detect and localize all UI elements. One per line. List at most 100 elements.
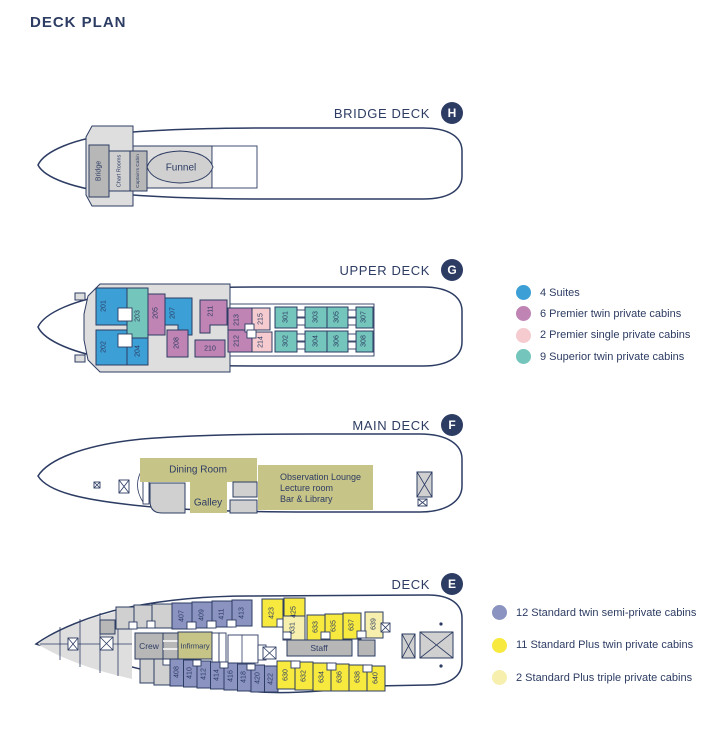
cabin-214-number: 214 [258,336,265,348]
forward-hatch-icon [118,479,130,494]
forward-gray-cabins-bottom [139,657,171,686]
page-title: DECK PLAN [30,14,127,31]
engine-casing-stairs [211,632,267,666]
stern-hatch-icon-large [419,631,454,659]
cabin-210-number: 210 [204,346,216,353]
cabin-notches-top [186,618,288,630]
cabin-208-number: 208 [174,337,181,349]
cabin-423-number: 423 [269,607,276,619]
funnel-label: Funnel [166,163,197,174]
cabin-213-number: 213 [234,314,241,326]
cabin-637-number: 637 [349,619,356,631]
deck-e-header: DECK E [391,573,463,595]
cabin-notches-bottom-yellow [290,660,373,673]
cabin-205-number: 205 [153,307,160,319]
cabin-640-number: 640 [373,672,380,684]
chart-rooms-label: Chart Rooms [117,155,123,188]
legend-swatch-premier-single [516,327,531,343]
lounge-label-2: Lecture room [280,483,333,493]
aft-small-hatch-icon [380,622,391,633]
cabin-306-number: 306 [334,335,341,347]
lounge-label-1: Observation Lounge [280,472,361,482]
legend-item-standard-plus: 11 Standard Plus twin private cabins [492,637,696,653]
legend-swatch-standard-plus [492,637,507,653]
main-deck-header: MAIN DECK F [352,414,463,436]
legend-swatch-superior [516,349,531,365]
legend-label-standard: 12 Standard twin semi-private cabins [516,606,697,619]
deck-e-legend: 12 Standard twin semi-private cabins 11 … [492,605,696,703]
legend-label-suites: 4 Suites [540,286,580,299]
mid-hatch-icon [262,646,277,660]
cabin-301 [274,306,298,329]
legend-swatch-suites [516,285,531,300]
captains-cabin-label: Captain's Cabin [135,154,141,188]
cabin-638-number: 638 [355,671,362,683]
upper-deck-legend: 4 Suites 6 Premier twin private cabins 2… [516,285,690,371]
dining-room-label: Dining Room [169,465,227,476]
cabin-305-number: 305 [334,311,341,323]
upper-deck-badge: G [441,259,463,281]
cabin-636-number: 636 [337,671,344,683]
cabin-631-number: 631 [290,622,297,634]
cabin-407-number: 407 [179,610,186,622]
cabin-418-number: 418 [241,671,248,683]
main-deck-label: MAIN DECK [352,417,430,433]
cabin-413 [231,599,253,627]
cabin-308-number: 308 [361,335,368,347]
funnel-housing [211,145,258,189]
aft-gray-block [357,639,376,657]
legend-label-standard-plus: 11 Standard Plus twin private cabins [516,639,694,651]
funnel [146,150,214,184]
midship-gray-block-b [229,499,258,514]
cabin-304-number: 304 [313,335,320,347]
cabin-411-number: 411 [219,608,226,619]
cabin-305 [326,306,349,329]
legend-item-premier-twin: 6 Premier twin private cabins [516,306,690,322]
crew-room [134,632,164,660]
galley [190,482,227,513]
bow-hatch-icon-2 [99,636,114,651]
cabin-637 [342,612,362,640]
legend-item-standard-triple: 2 Standard Plus triple private cabins [492,670,696,685]
cabin-302-number: 302 [283,335,290,347]
midship-gray-block-a [232,481,258,498]
infirmary [177,631,213,660]
upper-deck-label: UPPER DECK [339,262,430,278]
cabin-414-number: 414 [214,669,221,681]
bridge-deck-badge: H [441,102,463,124]
cabin-303-number: 303 [313,311,320,323]
forward-gray-block [149,482,186,514]
cabin-410-number: 410 [187,667,194,679]
cabin-215-number: 215 [258,313,265,325]
legend-item-superior: 9 Superior twin private cabins [516,349,690,365]
crew-berths-block [162,632,179,660]
legend-item-standard: 12 Standard twin semi-private cabins [492,605,696,620]
cabin-307 [355,306,374,329]
bridge-deck-diagram: Bridge Chart Rooms Captain's Cabin Funne… [37,125,463,207]
cabin-408-number: 408 [174,666,181,678]
cabin-301-number: 301 [283,311,290,323]
upper-deck-header: UPPER DECK G [339,259,463,281]
cabin-204-number: 204 [135,345,142,357]
bridge-deck-label: BRIDGE DECK [333,105,430,121]
legend-item-suites: 4 Suites [516,285,690,300]
bow-hatch-icon-1 [67,637,79,651]
legend-label-standard-triple: 2 Standard Plus triple private cabins [516,671,693,684]
crew-room-label: Crew [139,641,160,651]
galley-label: Galley [194,498,222,509]
cabin-211-number: 211 [208,305,215,316]
cabin-633-number: 633 [313,621,320,633]
stern-hatch-icon-small [401,633,416,659]
cabin-213 [227,307,253,334]
cabin-420-number: 420 [255,672,262,684]
cabin-630-number: 630 [283,669,290,681]
cabin-211 [199,299,228,334]
cabin-201-number: 201 [101,300,108,312]
cabin-416-number: 416 [228,670,235,682]
deck-e-badge: E [441,573,463,595]
stern-dot-bottom [439,664,443,668]
legend-label-premier-single: 2 Premier single private cabins [540,329,691,342]
cabin-632-number: 632 [301,670,308,682]
legend-swatch-standard [492,605,507,620]
cabin-notches-631-639 [282,630,367,640]
